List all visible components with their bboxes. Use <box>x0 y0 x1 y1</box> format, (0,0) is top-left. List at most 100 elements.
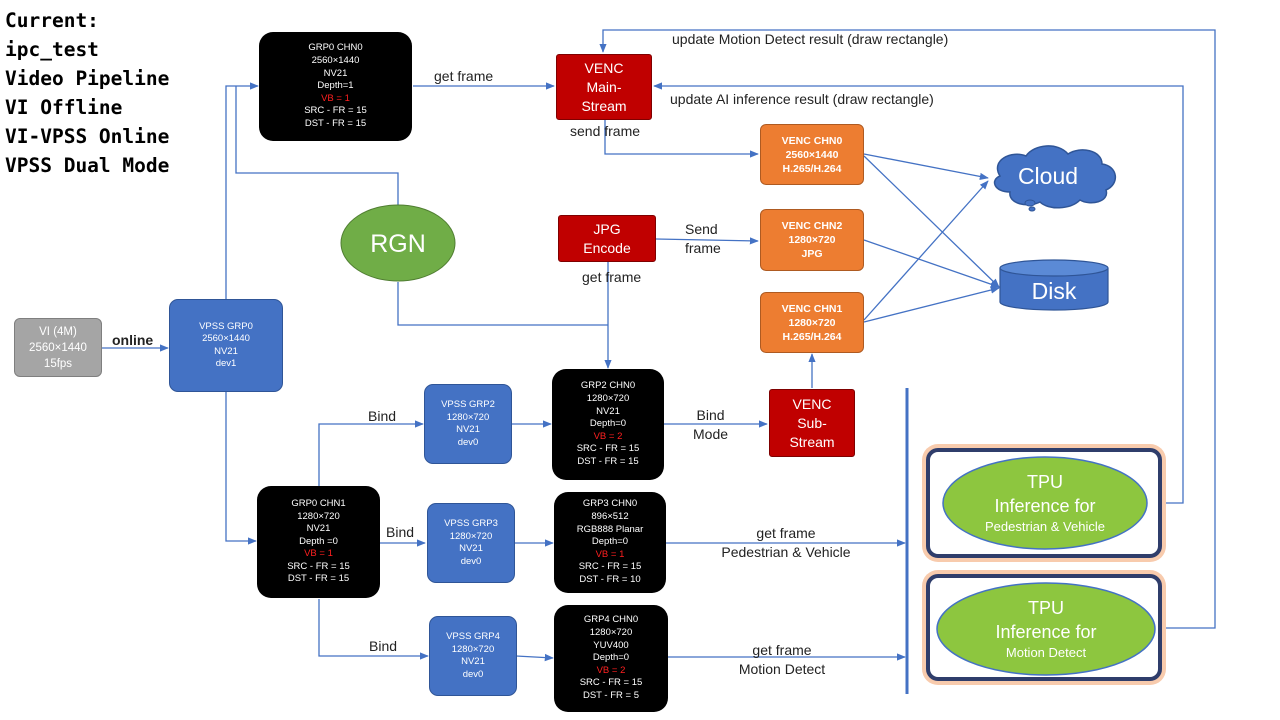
venc-main-stream-node: VENC Main- Stream <box>556 54 652 120</box>
vpss-grp0-line: NV21 <box>214 345 238 357</box>
vpss-grp0-line: VPSS GRP0 <box>199 320 253 332</box>
label-send-frame-jpg-line: frame <box>685 240 721 256</box>
vpss-grp2-line: 1280×720 <box>446 411 490 423</box>
vpss-grp2-line: VPSS GRP2 <box>441 399 495 410</box>
label-update-ai: update AI inference result (draw rectang… <box>670 91 934 107</box>
vpss-grp3-line: dev0 <box>460 555 482 567</box>
arrow-grp0-chn1-to-vpss-grp4 <box>318 599 429 660</box>
venc-chn0-line: VENC CHN0 <box>781 134 843 147</box>
vpss-grp0-line: dev1 <box>215 358 237 369</box>
vi-node: VI (4M) 2560×1440 15fps <box>14 318 102 377</box>
arrow-grp0-chn1-to-vpss-grp2 <box>318 420 424 486</box>
grp3-chn0-vb: VB = 1 <box>595 548 625 560</box>
vpss-grp2-line: dev0 <box>457 436 479 448</box>
rgn-ellipse <box>340 204 456 282</box>
vpss-grp2-node: VPSS GRP2 1280×720 NV21 dev0 <box>424 384 512 464</box>
rgn-line-lower <box>397 282 608 326</box>
vpss-grp4-line: 1280×720 <box>451 643 495 655</box>
vpss-grp3-node: VPSS GRP3 1280×720 NV21 dev0 <box>427 503 515 583</box>
grp4-chn0-line: 1280×720 <box>589 627 633 639</box>
label-bind-grp4: Bind <box>369 638 398 654</box>
vpss-grp3-line: NV21 <box>459 543 483 554</box>
grp0-chn1-vb: VB = 1 <box>304 548 333 560</box>
venc-chn1-line: H.265/H.264 <box>782 330 842 343</box>
arrow-venc-main-to-venc-chn0 <box>604 120 759 158</box>
label-bind-mode: Bind Mode <box>693 407 728 442</box>
venc-sub-stream-node: VENC Sub- Stream <box>769 389 855 457</box>
vpss-grp4-line: NV21 <box>461 656 485 667</box>
grp3-chn0-node: GRP3 CHN0 896×512 RGB888 Planar Depth=0 … <box>554 492 666 593</box>
label-send-frame-jpg: Send frame <box>685 221 721 256</box>
title-line: ipc_test <box>5 38 99 61</box>
venc-chn1-line: VENC CHN1 <box>781 302 843 315</box>
grp2-chn0-line: 1280×720 <box>586 393 630 405</box>
grp0-chn0-fr: SRC - FR = 15 <box>304 105 367 117</box>
venc-sub-line: Stream <box>789 433 835 450</box>
grp2-chn0-fr: DST - FR = 15 <box>577 455 639 467</box>
title-line: VPSS Dual Mode <box>5 154 170 177</box>
grp0-chn0-line: Depth=1 <box>317 80 354 92</box>
vi-line: VI (4M) <box>39 325 77 338</box>
arrow-venc-chn1-to-cloud <box>863 180 989 321</box>
venc-chn1-node: VENC CHN1 1280×720 H.265/H.264 <box>760 292 864 353</box>
label-get-frame-ped-line: get frame <box>756 525 816 541</box>
venc-chn0-line: H.265/H.264 <box>782 162 842 175</box>
grp4-chn0-line: Depth=0 <box>592 652 630 664</box>
title-line: VI-VPSS Online <box>5 125 170 148</box>
arrow-vpss-grp0-to-grp0-chn0 <box>225 82 259 299</box>
vpss-grp4-line: VPSS GRP4 <box>446 631 500 642</box>
grp3-chn0-line: Depth=0 <box>591 536 629 548</box>
grp0-chn0-line: GRP0 CHN0 <box>308 42 363 54</box>
grp4-chn0-vb: VB = 2 <box>596 664 626 676</box>
grp3-chn0-fr: SRC - FR = 15 <box>578 561 642 573</box>
grp0-chn0-line: NV21 <box>323 67 348 79</box>
label-get-frame-motion-line: Motion Detect <box>738 661 826 677</box>
label-bind-mode-line: Mode <box>693 426 729 442</box>
arrow-vpss-grp4-to-grp4-chn0 <box>515 653 554 662</box>
venc-chn2-line: 1280×720 <box>788 234 836 246</box>
disk-shape <box>999 259 1109 311</box>
grp3-chn0-line: GRP3 CHN0 <box>582 498 638 510</box>
venc-chn0-node: VENC CHN0 2560×1440 H.265/H.264 <box>760 124 864 185</box>
label-bind-grp3: Bind <box>386 524 415 540</box>
grp2-chn0-line: Depth=0 <box>589 418 627 430</box>
cloud-label: Cloud <box>1017 163 1079 189</box>
venc-chn2-line: VENC CHN2 <box>781 220 843 232</box>
venc-sub-line: Sub- <box>797 414 827 431</box>
label-get-frame-ped: get frame Pedestrian & Vehicle <box>706 525 866 560</box>
grp3-chn0-fr: DST - FR = 10 <box>579 573 641 585</box>
vpss-grp3-line: 1280×720 <box>449 530 493 542</box>
label-send-frame: send frame <box>570 123 641 139</box>
vpss-grp0-node: VPSS GRP0 2560×1440 NV21 dev1 <box>169 299 283 392</box>
jpg-encode-node: JPG Encode <box>558 215 656 262</box>
tpu-motion-line: TPU <box>1028 598 1064 618</box>
label-get-frame-jpg: get frame <box>582 269 642 285</box>
tpu-motion-sub: Motion Detect <box>1005 645 1087 660</box>
grp3-chn0-line: 896×512 <box>591 511 629 523</box>
title-line: Video Pipeline <box>5 67 170 90</box>
venc-main-line: Main- <box>586 78 622 95</box>
vi-line: 15fps <box>43 357 73 370</box>
label-bind-mode-line: Bind <box>696 407 725 423</box>
arrow-venc-chn2-to-disk <box>863 239 1000 288</box>
grp0-chn1-fr: DST - FR = 15 <box>287 573 350 585</box>
vpss-grp3-line: VPSS GRP3 <box>444 518 498 529</box>
tpu-pedestrian-sub: Pedestrian & Vehicle <box>985 519 1105 534</box>
tpu-motion-ellipse <box>936 582 1156 676</box>
grp0-chn0-fr: DST - FR = 15 <box>304 117 367 129</box>
diagram-title: Current: ipc_test Video Pipeline VI Offl… <box>5 6 169 180</box>
grp0-chn1-line: GRP0 CHN1 <box>291 497 346 509</box>
grp0-chn0-vb: VB = 1 <box>321 92 350 104</box>
grp0-chn1-line: NV21 <box>306 523 331 535</box>
grp4-chn0-line: GRP4 CHN0 <box>583 614 639 626</box>
grp4-chn0-fr: SRC - FR = 15 <box>579 677 643 689</box>
arrow-venc-chn0-to-disk <box>863 155 1000 288</box>
rgn-line-upper <box>235 86 399 205</box>
grp2-chn0-line: NV21 <box>596 405 620 417</box>
label-get-frame-motion: get frame Motion Detect <box>712 642 852 677</box>
venc-chn2-line: JPG <box>801 248 823 260</box>
grp0-chn1-line: Depth =0 <box>299 535 338 547</box>
arrow-vpss-grp0-to-grp0-chn1 <box>225 392 257 545</box>
grp0-chn1-line: 1280×720 <box>297 510 340 522</box>
tpu-pedestrian-node: TPU Inference for Pedestrian & Vehicle <box>942 456 1148 550</box>
